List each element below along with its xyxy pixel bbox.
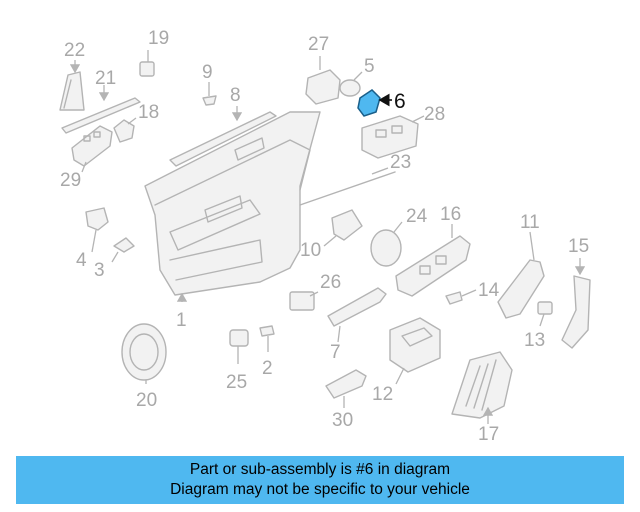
callout-7: 7 (330, 342, 341, 363)
callout-15: 15 (568, 236, 589, 257)
callout-11: 11 (520, 212, 540, 233)
part-27-switch (305, 56, 341, 105)
callout-21: 21 (95, 68, 116, 89)
part-12-bracket (389, 317, 441, 385)
part-26-switch (289, 291, 319, 311)
callout-24: 24 (406, 206, 428, 227)
callout-19: 19 (148, 28, 169, 49)
callout-8: 8 (230, 85, 241, 106)
part-20-speaker-grille (121, 323, 167, 384)
part-13-clip (537, 301, 553, 327)
part-29-switch-panel (71, 125, 113, 173)
part-5-knob (339, 71, 363, 97)
callout-12: 12 (372, 384, 393, 405)
callout-28: 28 (424, 104, 445, 125)
part-19-clip (139, 50, 155, 77)
parts-diagram: 22 19 21 9 8 18 29 27 5 6 28 23 24 16 11… (59, 28, 591, 445)
part-30-handle-bezel (325, 369, 367, 408)
callout-30: 30 (332, 410, 353, 431)
part-10-bracket (323, 209, 363, 247)
callout-22: 22 (64, 40, 85, 61)
callout-labels: 22 19 21 9 8 18 29 27 5 6 28 23 24 16 11… (60, 28, 589, 445)
callout-4: 4 (76, 250, 87, 271)
part-9-clip (202, 82, 217, 106)
part-22-mirror-trim (59, 60, 85, 111)
info-banner: Part or sub-assembly is #6 in diagram Di… (16, 456, 624, 504)
part-3-cap (111, 237, 135, 263)
banner-line-part-info: Part or sub-assembly is #6 in diagram (189, 461, 451, 478)
part-14-clip (445, 289, 477, 305)
callout-6: 6 (394, 90, 406, 113)
callout-25: 25 (226, 372, 247, 393)
callout-13: 13 (524, 330, 545, 351)
part-16-switch-bezel (395, 224, 471, 297)
callout-20: 20 (136, 390, 157, 411)
callout-27: 27 (308, 34, 329, 55)
callout-14: 14 (478, 280, 500, 301)
callout-23: 23 (390, 152, 411, 173)
callout-5: 5 (364, 56, 375, 77)
part-4-clip (85, 207, 109, 253)
part-7-handle (327, 287, 387, 343)
part-17-trim-panel (451, 351, 513, 424)
part-23-cable (299, 167, 396, 206)
callout-9: 9 (202, 62, 213, 83)
callout-16: 16 (440, 204, 461, 225)
callout-18: 18 (138, 102, 159, 123)
callout-10: 10 (300, 240, 321, 261)
callout-2: 2 (262, 358, 273, 379)
part-18-switch (113, 117, 137, 143)
callout-29: 29 (60, 170, 81, 191)
part-2-screw (259, 325, 275, 352)
callout-26: 26 (320, 272, 341, 293)
callout-17: 17 (478, 424, 499, 445)
part-28-switch-panel (361, 115, 425, 159)
callout-1: 1 (176, 310, 187, 331)
part-25-clip (229, 329, 249, 364)
part-21-belt-molding (61, 85, 141, 134)
part-24-cover (370, 221, 403, 267)
part-15-trim-strip (561, 258, 591, 349)
part-6-highlighted[interactable] (357, 89, 392, 117)
part-8-upper-trim (169, 106, 277, 167)
callout-3: 3 (94, 260, 105, 281)
banner-line-disclaimer: Diagram may not be specific to your vehi… (170, 481, 470, 498)
part-11-pull-handle (497, 231, 545, 319)
part-1-door-panel (144, 111, 321, 302)
